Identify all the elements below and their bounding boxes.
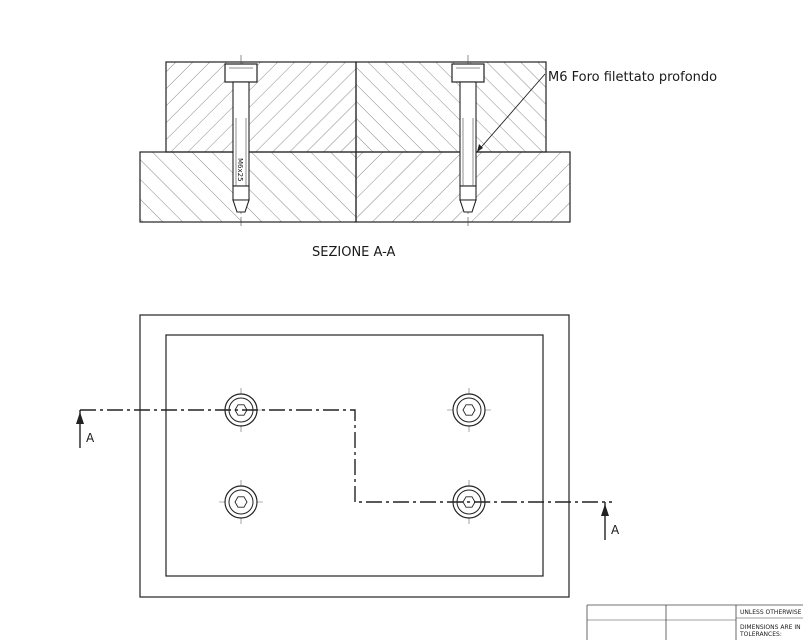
inner-plate-outline bbox=[165, 334, 544, 577]
bolt-head-top-right bbox=[447, 388, 491, 432]
section-arrow-left bbox=[76, 410, 84, 448]
title-block: UNLESS OTHERWISE DIMENSIONS ARE IN TOLER… bbox=[586, 604, 803, 640]
title-block-line-1: UNLESS OTHERWISE bbox=[740, 609, 802, 616]
upper-plate-right bbox=[355, 61, 547, 153]
cutting-plane-line bbox=[80, 409, 612, 503]
bolt-label: M6x25 bbox=[236, 158, 244, 182]
plan-view: A A bbox=[76, 314, 620, 598]
section-title: SEZIONE A-A bbox=[312, 245, 396, 260]
upper-plate-left bbox=[165, 61, 357, 153]
cut-label-left: A bbox=[86, 431, 95, 445]
callout-leader bbox=[476, 73, 546, 153]
bolt-left: M6x25 bbox=[224, 55, 258, 226]
section-view: M6x25 M6 Foro filettato profondo SEZIONE… bbox=[139, 55, 717, 260]
outer-plate-outline bbox=[139, 314, 570, 598]
cut-label-right: A bbox=[611, 523, 620, 537]
bolt-right bbox=[451, 55, 485, 226]
section-arrow-right bbox=[601, 502, 609, 540]
title-block-line-2: DIMENSIONS ARE IN bbox=[740, 624, 801, 631]
hole-callout: M6 Foro filettato profondo bbox=[548, 70, 717, 85]
bolt-head-bottom-left bbox=[219, 480, 263, 524]
title-block-line-3: TOLERANCES: bbox=[739, 631, 782, 638]
